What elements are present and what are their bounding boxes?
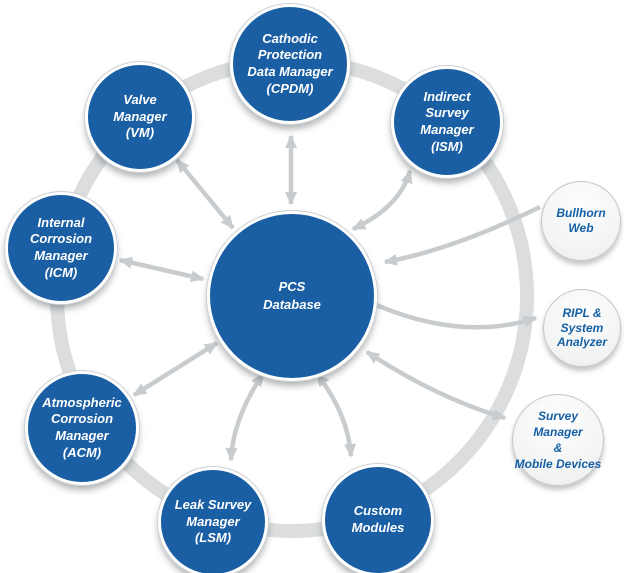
- arrow-custom-pcs: [315, 372, 357, 458]
- arrow-acm-pcs: [132, 341, 219, 397]
- arrow-icm-pcs: [118, 256, 205, 283]
- node-cpdm: Cathodic Protection Data Manager (CPDM): [230, 4, 350, 124]
- node-ism: Indirect Survey Manager (ISM): [391, 66, 503, 178]
- node-acm: Atmospheric Corrosion Manager (ACM): [25, 371, 139, 485]
- node-icm: Internal Corrosion Manager (ICM): [5, 192, 117, 304]
- arrow-bullhorn-to-pcs: [383, 204, 541, 266]
- node-pcs-database: PCS Database: [207, 211, 377, 381]
- node-bullhorn-web: Bullhorn Web: [541, 181, 621, 261]
- arrow-survey-pcs: [365, 350, 507, 421]
- node-ripl-system-analyzer: RIPL & System Analyzer: [543, 289, 621, 367]
- arrow-lsm-pcs: [225, 372, 265, 462]
- node-vm: Valve Manager (VM): [85, 62, 195, 172]
- node-lsm: Leak Survey Manager (LSM): [158, 467, 268, 573]
- arrow-vm-pcs: [175, 158, 235, 230]
- arrow-ism-pcs: [351, 169, 413, 232]
- node-survey-manager-mobile: Survey Manager & Mobile Devices: [512, 394, 604, 486]
- node-custom-modules: Custom Modules: [322, 464, 434, 573]
- arrow-pcs-to-ripl: [373, 301, 538, 330]
